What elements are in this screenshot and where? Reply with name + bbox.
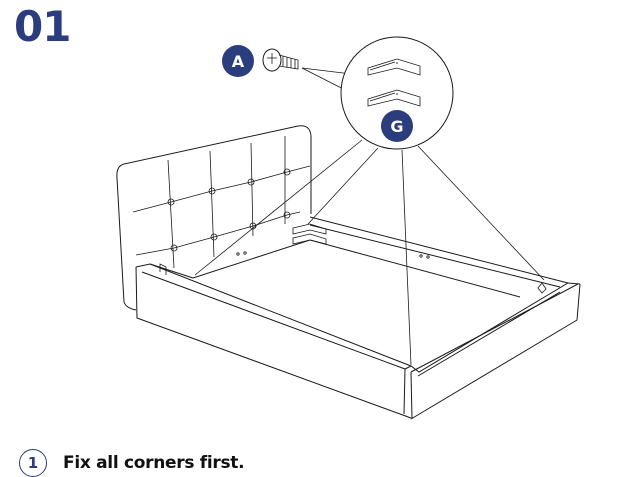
part-label-g: G [390, 117, 403, 136]
bed-frame [135, 216, 581, 420]
instruction-step: 1 Fix all corners first. [19, 449, 245, 477]
instruction-number: 1 [19, 449, 47, 477]
corner-bracket-installed [292, 223, 327, 245]
part-badge-g: G [381, 110, 413, 142]
part-badge-a: A [222, 45, 254, 77]
screw-icon [262, 48, 299, 72]
headboard [116, 125, 312, 311]
part-label-a: A [232, 52, 245, 71]
instruction-text: Fix all corners first. [63, 453, 245, 473]
step-number: 01 [14, 2, 71, 51]
callout-lines [194, 67, 545, 366]
magnifier-circle [340, 36, 454, 150]
